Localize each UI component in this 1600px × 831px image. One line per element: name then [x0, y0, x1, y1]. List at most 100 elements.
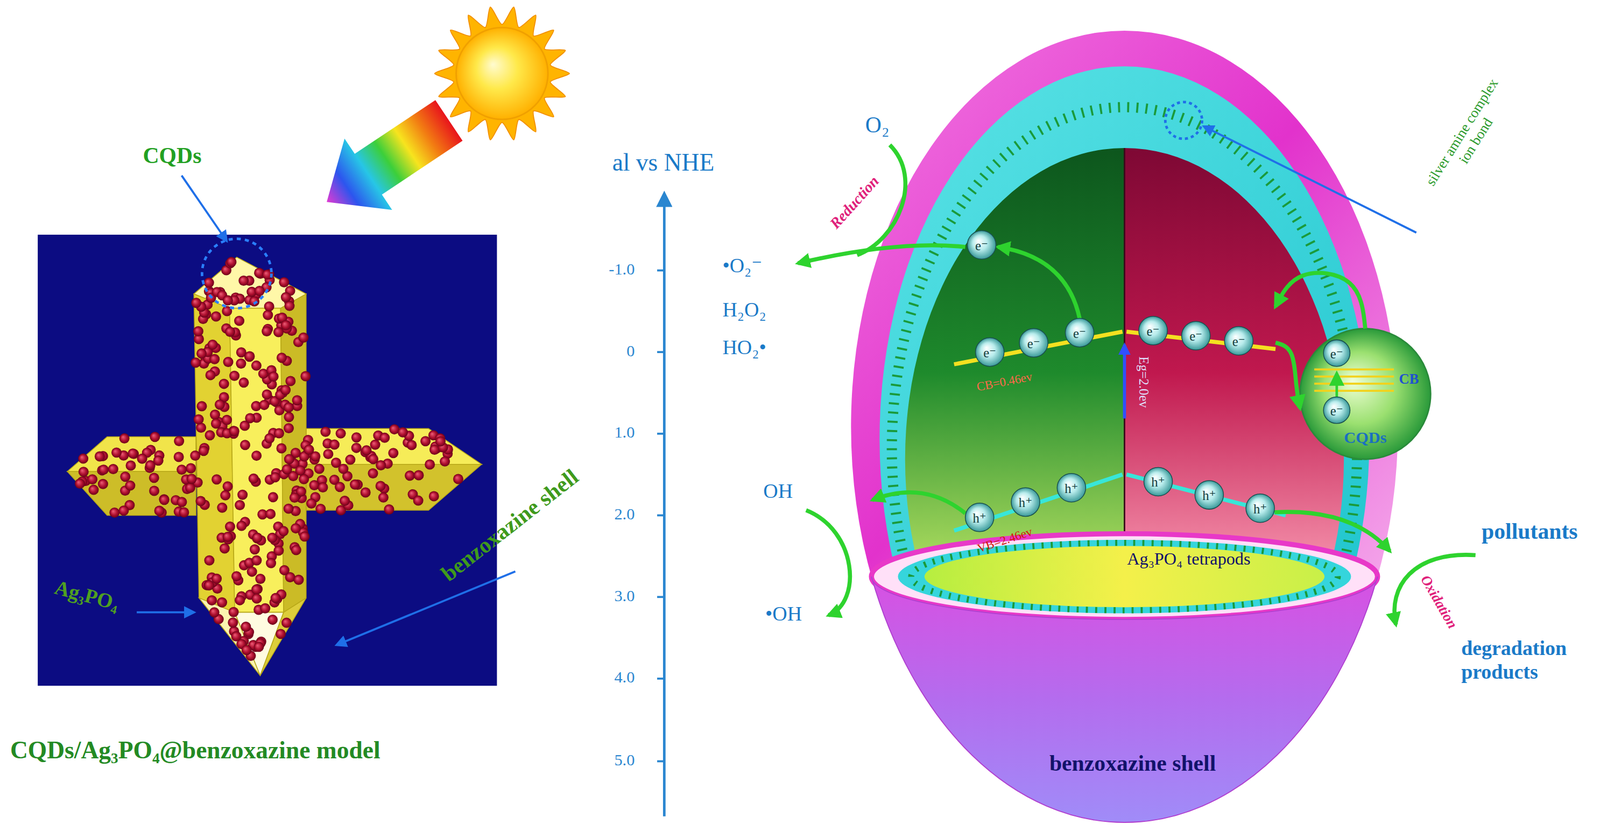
quantum-dot: [205, 369, 216, 380]
quantum-dot: [236, 520, 247, 532]
quantum-dot: [111, 447, 122, 458]
text-slot: OH: [763, 479, 808, 504]
quantum-dot: [238, 275, 249, 286]
band-level: [1314, 382, 1394, 385]
quantum-dot: [264, 301, 275, 312]
quantum-dot: [265, 508, 276, 519]
text-slot: e⁻: [1180, 326, 1212, 347]
potential-axis: [663, 193, 666, 817]
cut-rim: [871, 533, 1378, 620]
tetrapod-face: [229, 308, 284, 613]
part-label: benzoxazine shell: [436, 463, 584, 587]
quantum-dot: [360, 487, 371, 498]
electron-sphere: [1065, 318, 1094, 348]
tetrapod-face: [193, 293, 235, 613]
text-slot: e⁻: [1223, 331, 1254, 351]
tick-label: 5.0: [614, 750, 635, 770]
text-slot: CQDs: [142, 142, 225, 169]
text-slot: CB=0.46ev: [959, 371, 1052, 390]
quantum-dot: [203, 277, 215, 288]
quantum-dot: [315, 503, 326, 514]
text-slot: al vs NHE: [612, 149, 776, 178]
quantum-dot: [224, 521, 236, 532]
text-slot: •OH: [765, 602, 817, 626]
quantum-dot: [413, 470, 425, 481]
quantum-dot: [226, 256, 237, 267]
quantum-dot: [74, 478, 86, 489]
cut-bonds: [911, 543, 1338, 611]
quantum-dot: [251, 360, 262, 371]
quantum-dot: [299, 531, 310, 542]
species-label: degradation products: [1461, 636, 1592, 684]
tick-label: 0: [626, 341, 635, 361]
band-label: VB=2.46ev: [975, 525, 1035, 557]
quantum-dot: [375, 480, 386, 491]
tick-label: 1.0: [614, 423, 635, 443]
highlight-circle: [201, 238, 272, 309]
quantum-dot: [196, 348, 207, 359]
quantum-dot: [280, 320, 292, 331]
quantum-dot: [190, 357, 201, 368]
quantum-dot: [186, 473, 197, 484]
leader-line: [1203, 126, 1416, 233]
species-label: •O₂⁻: [722, 254, 763, 278]
text-slot: 4.0: [571, 668, 636, 688]
inner-shell: [879, 66, 1370, 577]
quantum-dot: [370, 439, 381, 450]
quantum-dot: [329, 439, 340, 450]
hole-label: h⁺: [973, 509, 987, 528]
quantum-dot: [334, 481, 345, 492]
quantum-dot: [78, 466, 89, 477]
quantum-dot: [290, 523, 301, 534]
quantum-dot: [244, 350, 255, 362]
transfer-arrow: [997, 247, 1080, 319]
quantum-dot: [88, 484, 100, 496]
leader-line: [181, 175, 227, 241]
quantum-dot: [251, 555, 262, 566]
quantum-dot: [204, 555, 215, 566]
quantum-dot: [304, 444, 315, 455]
axis-tick: [657, 760, 665, 763]
hole-sphere: [965, 503, 995, 532]
quantum-dot: [222, 481, 234, 492]
text-slot: CQDs: [1324, 428, 1407, 448]
quantum-dot: [309, 480, 320, 491]
quantum-dot: [219, 378, 230, 390]
electron-label: e⁻: [983, 343, 997, 363]
quantum-dot: [185, 482, 196, 493]
quantum-dot: [285, 376, 296, 387]
quantum-dot: [210, 311, 222, 322]
text-slot: Reduction: [814, 192, 897, 212]
quantum-dot: [125, 460, 137, 471]
light-arrow: [302, 84, 474, 238]
hole-label: h⁺: [1253, 499, 1267, 519]
electron-sphere: [1323, 397, 1350, 424]
electron-sphere: [975, 337, 1005, 367]
callout-label: silver amine complex ion bond: [1417, 67, 1521, 207]
quantum-dot: [259, 603, 271, 614]
quantum-dot: [216, 502, 228, 513]
electron-sphere: [1323, 339, 1350, 366]
part-label: CQDs: [142, 142, 202, 169]
text-slot: benzoxazine shell: [403, 512, 618, 539]
text-slot: CB: [1398, 369, 1428, 388]
band-label: CB: [1398, 371, 1419, 389]
text-slot: Oxidation: [1401, 591, 1476, 611]
core-seam: [1123, 147, 1126, 552]
quantum-dot: [317, 482, 328, 493]
text-slot: Eg=2.0ev: [1102, 371, 1184, 390]
quantum-dot: [284, 411, 295, 422]
quantum-dot: [120, 471, 131, 482]
text-slot: Ag₃PO₄ tetrapods: [1102, 548, 1276, 569]
quantum-dot: [320, 426, 331, 437]
species-label: O₂: [865, 112, 890, 139]
quantum-dot: [351, 442, 362, 454]
quantum-dot: [300, 370, 311, 382]
text-slot: e⁻: [1321, 343, 1352, 364]
electron-label: e⁻: [975, 236, 989, 256]
transfer-arrow: [1274, 511, 1390, 552]
quantum-dot: [209, 409, 221, 420]
highlight-circle: [1165, 102, 1202, 139]
electron-sphere: [1224, 326, 1253, 356]
